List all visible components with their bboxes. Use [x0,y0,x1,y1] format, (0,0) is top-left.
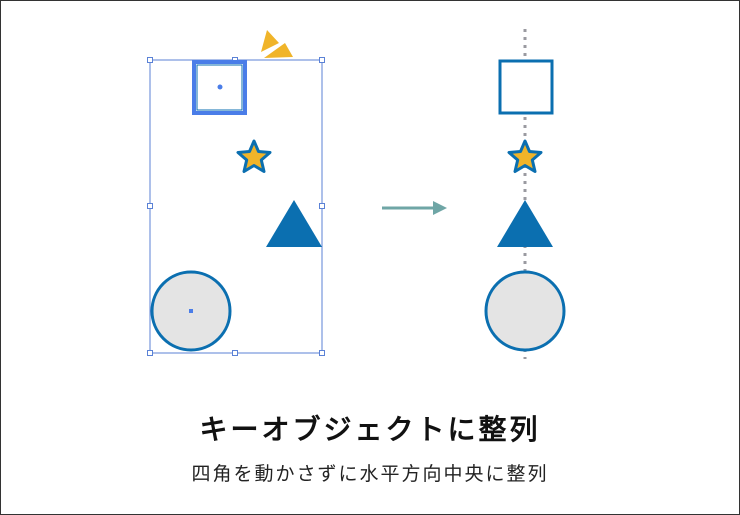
diagram-title: キーオブジェクトに整列 [199,413,541,446]
arrow-icon [382,201,447,215]
circle-center-point [189,309,193,313]
key-object-sparkle-icon [261,30,293,58]
aligned-circle [484,270,566,352]
aligned-star [507,139,543,173]
diagram-subtitle: 四角を動かさずに水平方向中央に整列 [191,463,549,485]
star-shape [236,139,272,173]
key-object-square [192,60,247,115]
before-group [147,30,325,356]
after-group [484,29,566,359]
square-center-point [217,84,223,90]
aligned-square [498,59,554,115]
triangle-shape [266,200,322,247]
aligned-triangle [497,200,553,247]
